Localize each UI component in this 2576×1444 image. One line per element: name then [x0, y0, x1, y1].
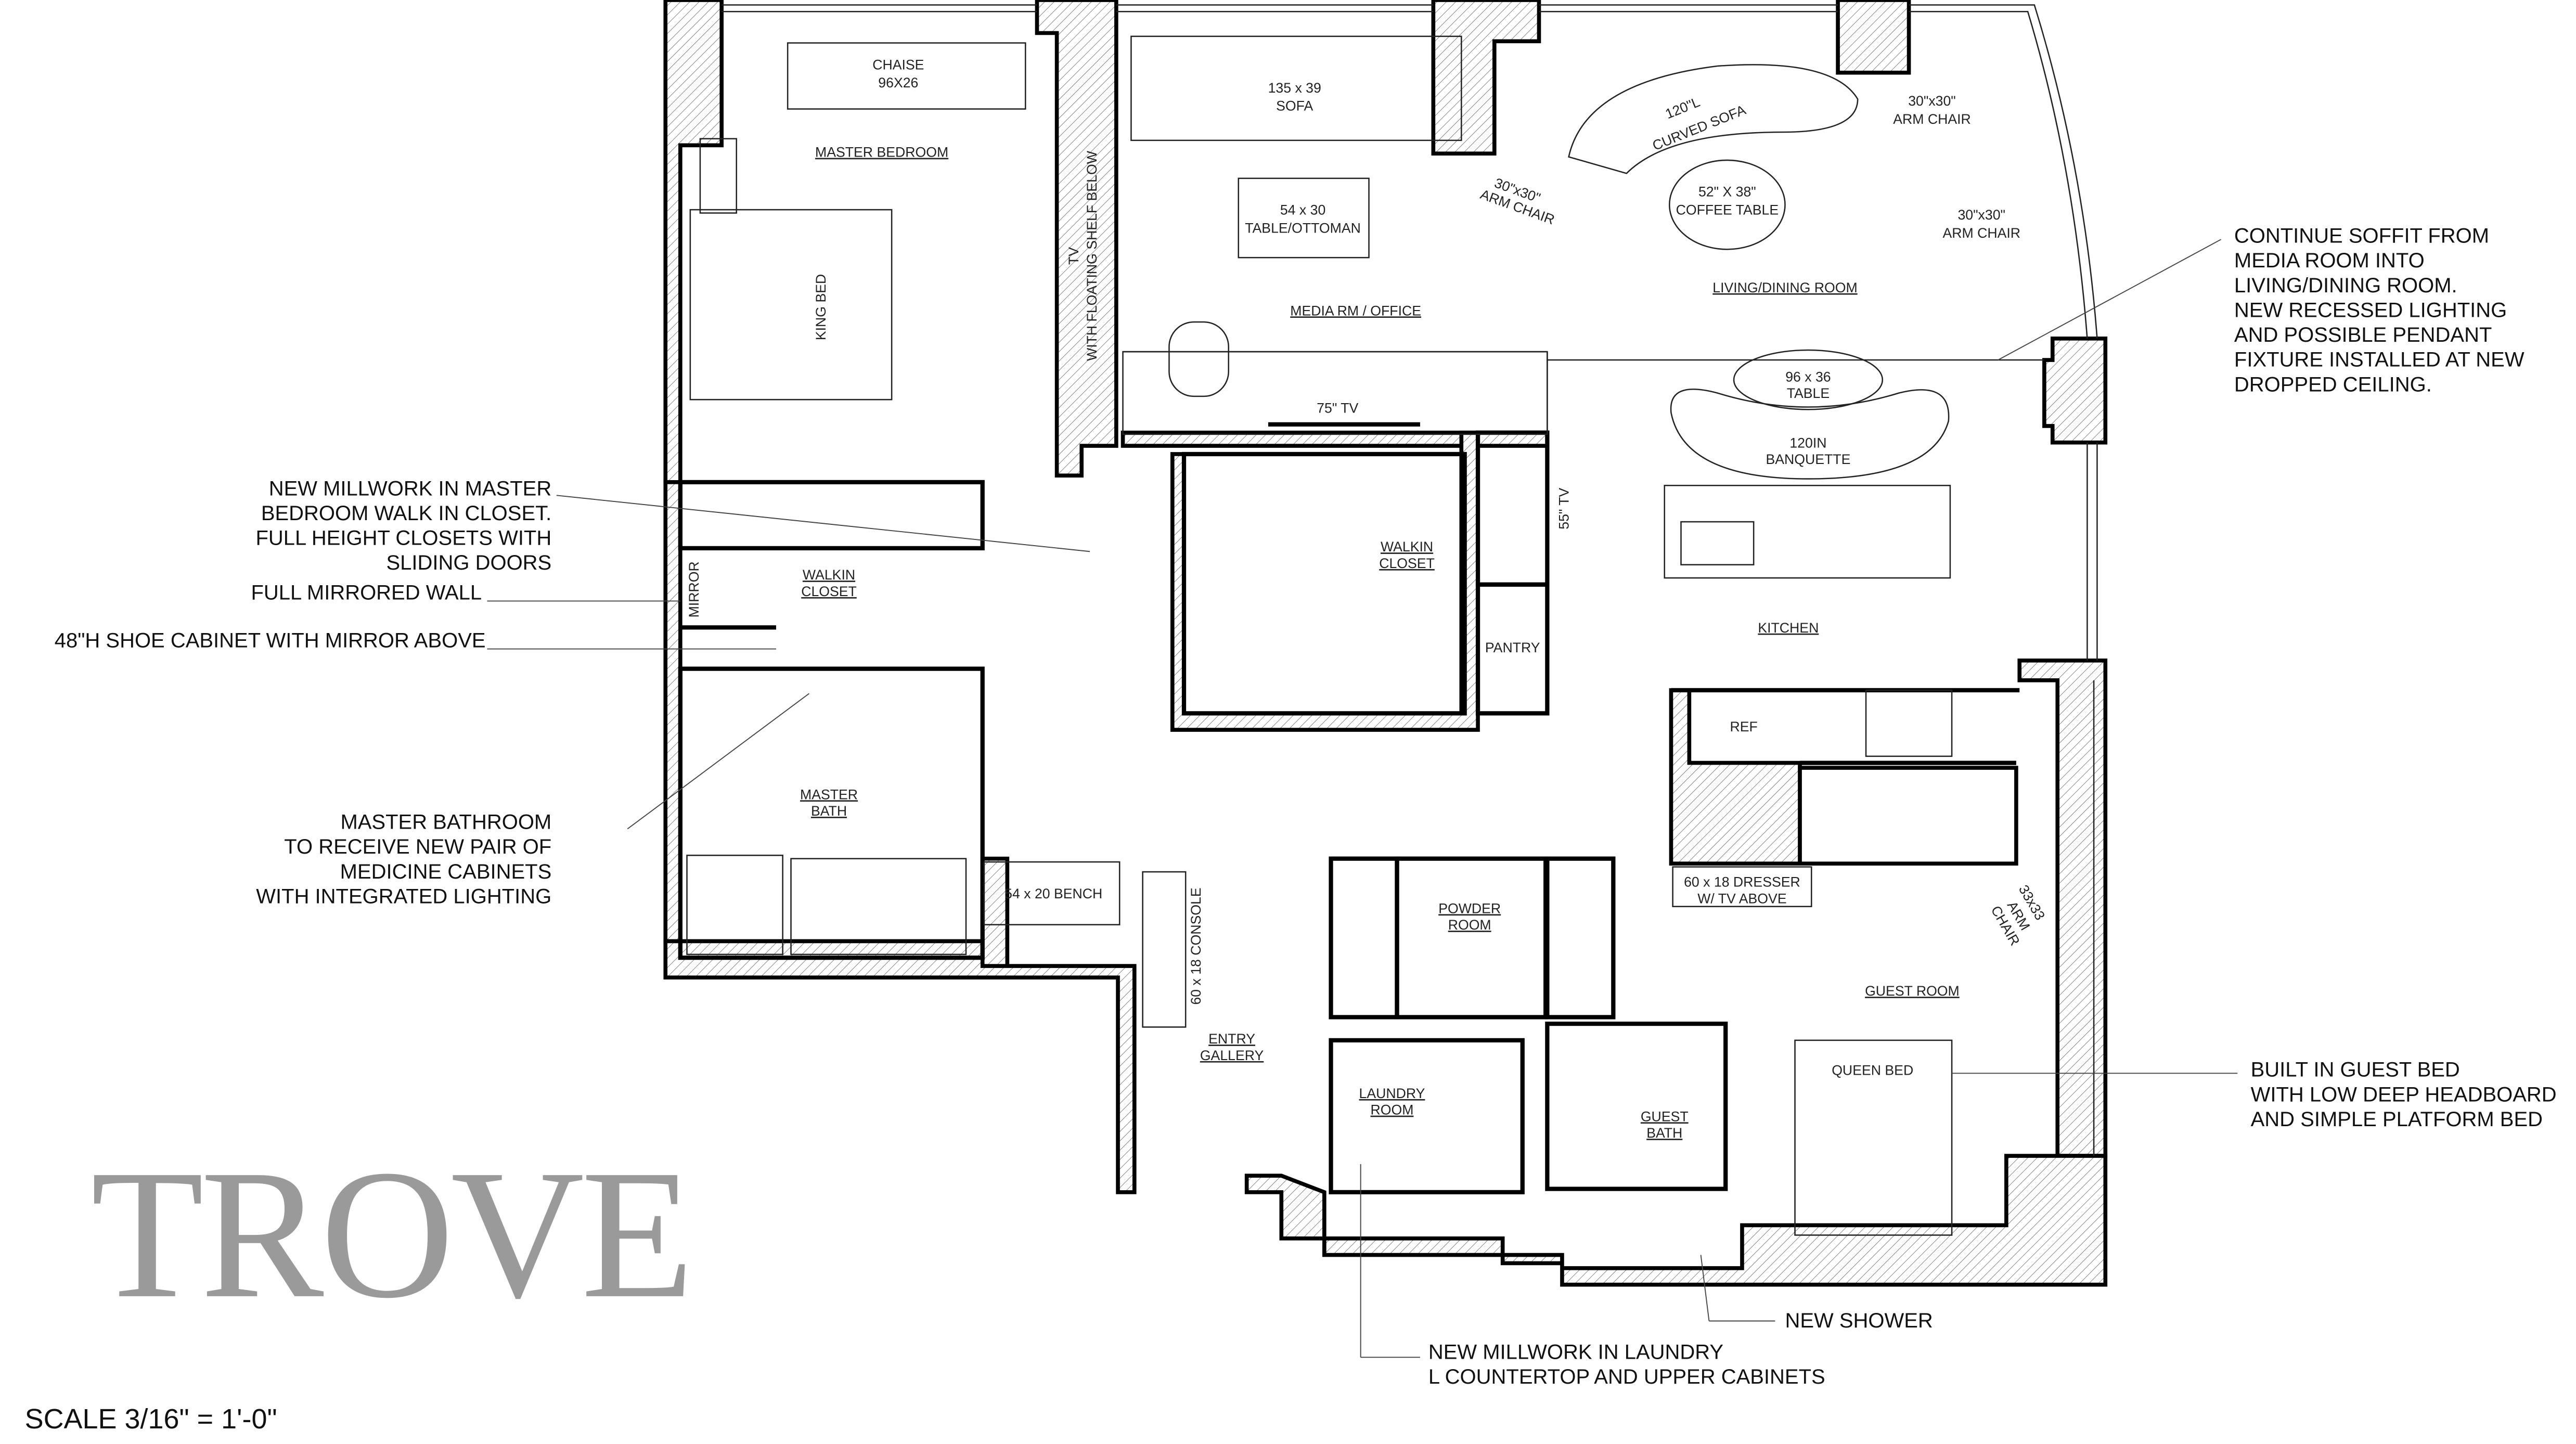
- note-master-bathroom-4: WITH INTEGRATED LIGHTING: [256, 885, 551, 908]
- arm-chair-3-label: ARM CHAIR: [1942, 225, 2020, 241]
- ottoman-size: 54 x 30: [1280, 202, 1325, 218]
- dresser-label-1: 60 x 18 DRESSER: [1684, 874, 1800, 890]
- annotations-right: CONTINUE SOFFIT FROM MEDIA ROOM INTO LIV…: [2234, 225, 2557, 1131]
- note-soffit-6: FIXTURE INSTALLED AT NEW: [2234, 349, 2525, 371]
- master-bedroom-label: MASTER BEDROOM: [815, 145, 948, 160]
- laundry-room-label-2: ROOM: [1371, 1102, 1414, 1118]
- powder-room-label-1: POWDER: [1438, 900, 1501, 916]
- mirror-label: MIRROR: [686, 561, 702, 617]
- laundry-room-label-1: LAUNDRY: [1359, 1086, 1425, 1101]
- guest-room-label: GUEST ROOM: [1865, 983, 1960, 999]
- queen-bed-label: QUEEN BED: [1832, 1063, 1913, 1078]
- master-closet-label-1: WALKIN: [803, 567, 855, 583]
- leader-lines: [487, 239, 2238, 1358]
- annotations-left: NEW MILLWORK IN MASTER BEDROOM WALK IN C…: [55, 477, 551, 908]
- note-guest-bed-3: AND SIMPLE PLATFORM BED: [2251, 1108, 2543, 1131]
- walkin-closet-label-2: CLOSET: [1379, 556, 1435, 571]
- coffee-table-size: 52" X 38": [1698, 184, 1756, 200]
- dresser-label-2: W/ TV ABOVE: [1697, 891, 1786, 906]
- entry-gallery-label-2: GALLERY: [1200, 1048, 1264, 1063]
- console-label: 60 x 18 CONSOLE: [1188, 887, 1204, 1004]
- tv-label: TV: [1066, 247, 1081, 265]
- note-master-bathroom-2: TO RECEIVE NEW PAIR OF: [284, 835, 551, 858]
- furniture: [686, 35, 1953, 1236]
- arm-chair-2-label: ARM CHAIR: [1893, 111, 1971, 127]
- banquette-size: 120IN: [1789, 435, 1826, 450]
- note-shoe-cabinet: 48"H SHOE CABINET WITH MIRROR ABOVE: [55, 629, 486, 652]
- note-soffit-4: NEW RECESSED LIGHTING: [2234, 299, 2507, 321]
- windows: [722, 4, 2098, 1156]
- tv-75-label: 75" TV: [1317, 401, 1358, 416]
- note-mirrored-wall: FULL MIRRORED WALL: [251, 581, 482, 604]
- bench-label: 54 x 20 BENCH: [1004, 886, 1102, 901]
- powder-room-label-2: ROOM: [1448, 917, 1491, 933]
- master-closet-label-2: CLOSET: [801, 584, 857, 599]
- note-soffit-1: CONTINUE SOFFIT FROM: [2234, 225, 2489, 248]
- kitchen-label: KITCHEN: [1758, 620, 1819, 636]
- dining-table-label: TABLE: [1787, 385, 1830, 401]
- master-bath-label-1: MASTER: [800, 787, 858, 802]
- exterior-walls: [663, 0, 2108, 1287]
- note-millwork-master-2: BEDROOM WALK IN CLOSET.: [261, 502, 551, 525]
- chaise-size: 96X26: [878, 75, 918, 91]
- sofa-label: SOFA: [1276, 98, 1313, 114]
- coffee-table-label: COFFEE TABLE: [1676, 202, 1779, 218]
- note-laundry-millwork-2: L COUNTERTOP AND UPPER CABINETS: [1428, 1365, 1825, 1388]
- media-room-label: MEDIA RM / OFFICE: [1290, 303, 1421, 318]
- note-millwork-master-4: SLIDING DOORS: [387, 551, 552, 574]
- note-guest-bed-1: BUILT IN GUEST BED: [2251, 1059, 2460, 1081]
- note-millwork-master-3: FULL HEIGHT CLOSETS WITH: [255, 527, 551, 550]
- curved-sofa-size: 120"L: [1663, 94, 1702, 122]
- walkin-closet-label-1: WALKIN: [1381, 539, 1433, 555]
- guest-bath-label-1: GUEST: [1641, 1108, 1689, 1124]
- pantry-label: PANTRY: [1485, 640, 1540, 655]
- entry-gallery-label-1: ENTRY: [1208, 1031, 1255, 1047]
- interior-walls: [678, 351, 2044, 1195]
- chaise-label: CHAISE: [872, 57, 924, 72]
- master-bath-label-2: BATH: [811, 803, 847, 819]
- living-dining-label: LIVING/DINING ROOM: [1712, 280, 1857, 295]
- note-soffit-5: AND POSSIBLE PENDANT: [2234, 324, 2492, 346]
- note-millwork-master-1: NEW MILLWORK IN MASTER: [269, 477, 552, 500]
- note-master-bathroom-1: MASTER BATHROOM: [340, 811, 551, 834]
- note-soffit-7: DROPPED CEILING.: [2234, 373, 2432, 396]
- scale-label: SCALE 3/16" = 1'-0": [25, 1403, 277, 1435]
- annotations-bottom: NEW SHOWER NEW MILLWORK IN LAUNDRY L COU…: [1428, 1309, 1933, 1388]
- guest-bath-label-2: BATH: [1646, 1125, 1682, 1141]
- trove-logo: TROVE: [91, 1131, 691, 1336]
- ref-label: REF: [1730, 719, 1757, 734]
- banquette-label: BANQUETTE: [1766, 452, 1850, 467]
- note-soffit-2: MEDIA ROOM INTO: [2234, 249, 2425, 272]
- note-new-shower: NEW SHOWER: [1785, 1309, 1933, 1332]
- ottoman-label: TABLE/OTTOMAN: [1245, 221, 1361, 236]
- note-soffit-3: LIVING/DINING ROOM.: [2234, 274, 2457, 297]
- sofa-size: 135 x 39: [1268, 80, 1321, 96]
- note-guest-bed-2: WITH LOW DEEP HEADBOARD: [2251, 1083, 2557, 1106]
- tv-55-label: 55" TV: [1556, 487, 1572, 529]
- dining-table-size: 96 x 36: [1785, 369, 1831, 384]
- floating-shelf-label: WITH FLOATING SHELF BELOW: [1084, 150, 1100, 361]
- note-master-bathroom-3: MEDICINE CABINETS: [340, 860, 552, 883]
- king-bed-label: KING BED: [813, 274, 829, 340]
- arm-chair-2-size: 30"x30": [1908, 93, 1956, 109]
- note-laundry-millwork-1: NEW MILLWORK IN LAUNDRY: [1428, 1341, 1723, 1364]
- arm-chair-3-size: 30"x30": [1957, 207, 2005, 223]
